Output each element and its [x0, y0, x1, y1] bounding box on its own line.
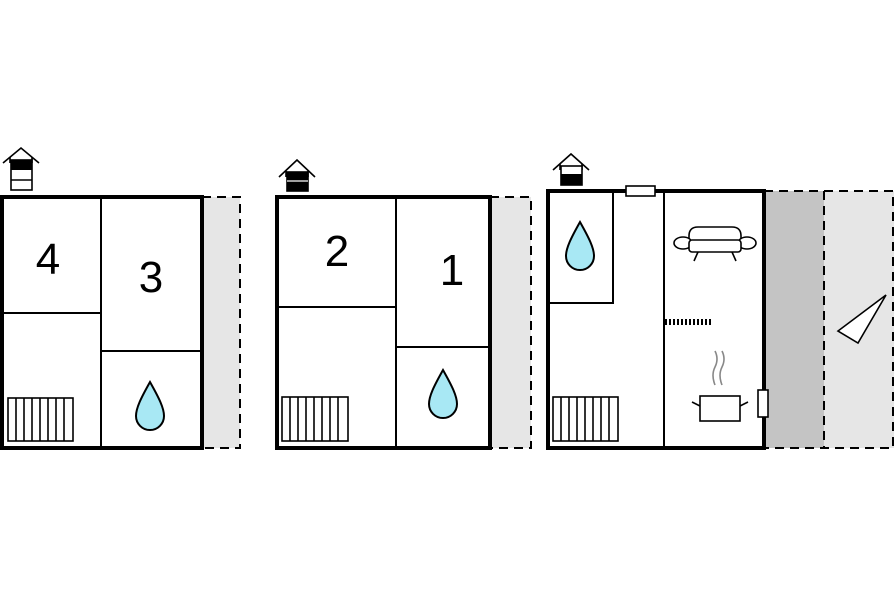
- outer-wall: [546, 189, 766, 450]
- partition-wall: [548, 191, 614, 304]
- terrace-viewpoint-icon: [836, 294, 887, 345]
- water-drop-icon: [564, 219, 596, 271]
- terrace-outline: [764, 190, 894, 449]
- water-drop-icon: [134, 379, 166, 431]
- floor-level-icon: [2, 146, 40, 191]
- room-label-2: 2: [325, 227, 349, 276]
- stove-pot-icon: [691, 350, 749, 422]
- room-label-4: 4: [36, 235, 60, 284]
- floor-block-right: [546, 152, 894, 450]
- terrace-area: [490, 197, 531, 448]
- floor-level-icon: [278, 158, 316, 192]
- floor-level-icon: [552, 152, 590, 186]
- terrace-outline: [490, 196, 532, 449]
- room-label-1: 1: [440, 246, 464, 295]
- water-drop-icon: [427, 367, 459, 419]
- stairs-icon: [281, 396, 349, 442]
- door-icon: [757, 389, 769, 418]
- window-icon: [625, 185, 656, 197]
- terrace-area: [202, 197, 240, 448]
- covered-terrace-area: [764, 191, 824, 448]
- outer-wall: [275, 195, 492, 450]
- stairs-icon: [552, 396, 619, 442]
- room-label-3: 3: [139, 253, 163, 302]
- stairs-icon: [7, 397, 74, 442]
- floor-block-left: 4 3: [0, 146, 241, 450]
- terrace-outline: [202, 196, 241, 449]
- floor-block-middle: 2 1: [275, 158, 532, 450]
- sofa-icon: [673, 226, 757, 262]
